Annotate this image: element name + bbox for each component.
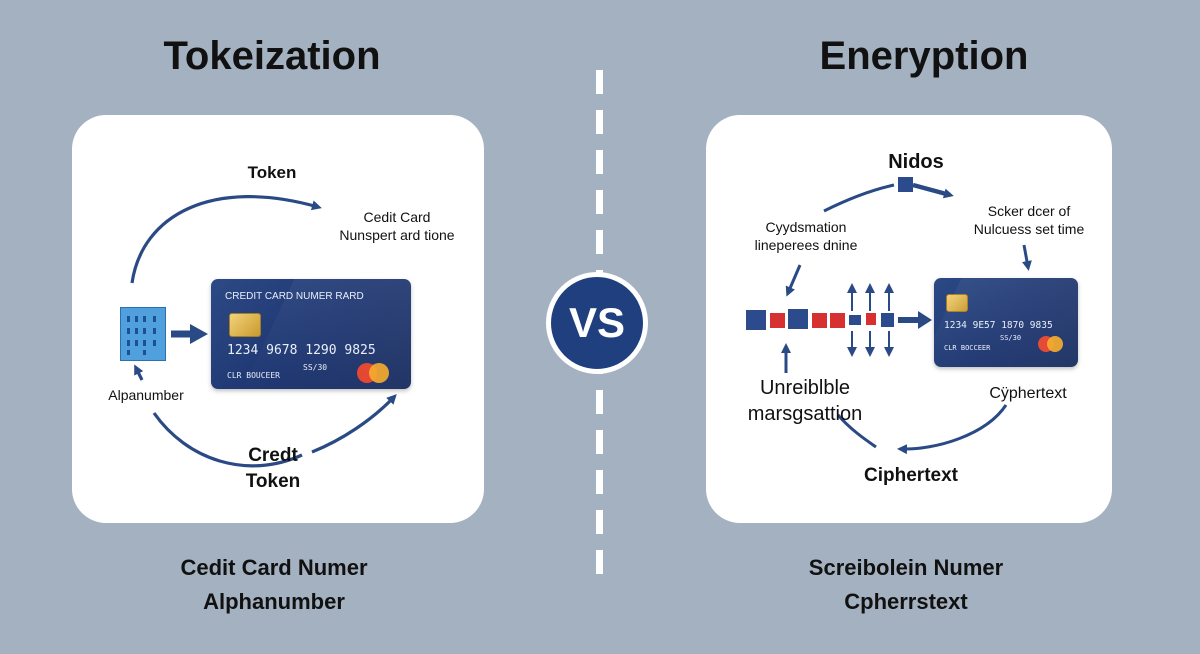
encryption-caption-line2: Cpherrstext: [844, 589, 968, 614]
lower-right-label: Cÿphertext: [989, 385, 1067, 402]
card-chip-icon: [229, 313, 261, 337]
data-block-icon: [770, 313, 785, 328]
data-block-icon: [788, 309, 808, 329]
lower-left-label-line2: marsgsattion: [747, 403, 863, 425]
card-brand-logo-overlap: [369, 363, 389, 383]
card-heading: CREDIT CARD NUMER RARD: [225, 291, 364, 302]
encryption-caption-line1: Screibolein Numer: [808, 555, 1004, 580]
upper-left-label-line1: Cyydsmation: [765, 219, 847, 235]
data-block-icon: [746, 310, 766, 330]
card-expiry: SS/30: [1000, 334, 1022, 342]
data-block-icon: [866, 313, 876, 325]
data-block-icon: [881, 313, 894, 327]
card-brand-logo: [357, 363, 377, 383]
tokenization-caption-line1: Cedit Card Numer: [180, 555, 368, 580]
tokenization-caption-line2: Alphanumber: [203, 589, 345, 614]
card-expiry: SS/30: [303, 363, 328, 372]
card-caption-line2: Nunspert ard tione: [339, 227, 455, 243]
upper-right-label-line2: Nulcuess set time: [973, 221, 1085, 237]
card-number: 1234 9678 1290 9825: [227, 343, 376, 358]
upper-left-label-line2: lineperees dnine: [754, 237, 858, 253]
card-number: 1234 9E57 1870 9835: [944, 320, 1053, 331]
token-block-icon: [120, 307, 166, 361]
encryption-panel: Nidos Cyydsmation lineperees dnine Scker…: [706, 115, 1112, 523]
credit-card: CREDIT CARD NUMER RARD 1234 9678 1290 98…: [211, 279, 411, 389]
ciphertext-bottom-label: Ciphertext: [864, 465, 958, 486]
encryption-top-label: Nidos: [888, 151, 944, 173]
token-top-label: Token: [247, 163, 297, 182]
data-block-icon: [849, 315, 861, 325]
tokenization-panel: Token Cedit Card Nunspert ard tione Alpa…: [72, 115, 484, 523]
credit-token-line1: Credt: [248, 445, 298, 466]
data-block-icon: [830, 313, 845, 328]
card-holder: CLR BOUCEER: [227, 371, 280, 380]
card-chip-icon: [946, 294, 968, 312]
encrypted-credit-card: 1234 9E57 1870 9835 CLR BOCCEER SS/30: [934, 278, 1078, 367]
data-block-icon: [898, 177, 913, 192]
data-block-icon: [812, 313, 827, 328]
card-brand-logo-overlap: [1047, 336, 1063, 352]
tokenization-flow-arrows: [130, 195, 397, 468]
alphanumber-label: Alpanumber: [108, 387, 184, 403]
lower-left-label-line1: Unreiblble: [759, 377, 851, 399]
encryption-flow-arrows: [781, 182, 1032, 455]
card-caption-line1: Cedit Card: [363, 209, 431, 225]
credit-token-line2: Token: [245, 471, 301, 492]
vs-badge: VS: [546, 272, 648, 374]
card-holder: CLR BOCCEER: [944, 344, 991, 352]
tokenization-title: Tokeization: [163, 34, 381, 78]
upper-right-label-line1: Scker dcer of: [987, 203, 1071, 219]
card-brand-logo: [1038, 336, 1054, 352]
encryption-title: Eneryption: [819, 34, 1029, 78]
